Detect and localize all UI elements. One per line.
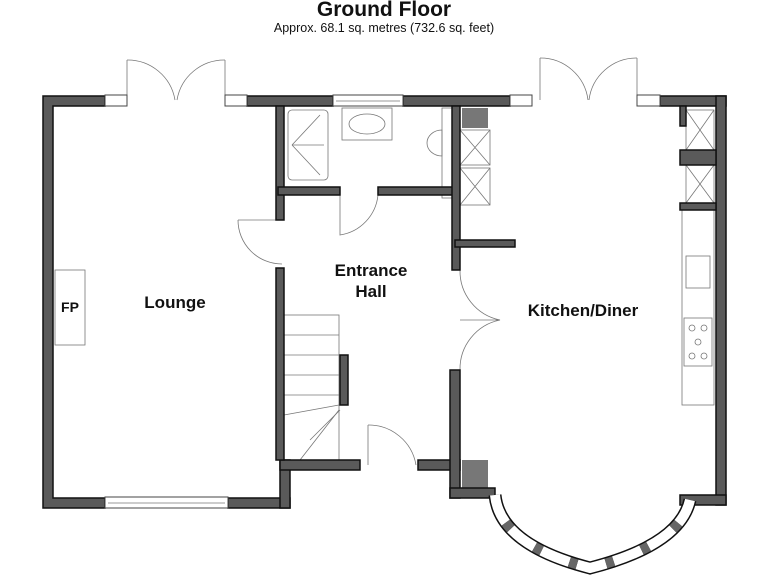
room-label-lounge: Lounge bbox=[144, 293, 206, 312]
room-label-entrance-hall: Entrance Hall bbox=[311, 260, 431, 302]
front-door bbox=[367, 424, 417, 466]
lounge-door bbox=[237, 219, 283, 265]
basin bbox=[341, 107, 393, 141]
sink bbox=[685, 255, 711, 289]
lounge-french-doors bbox=[126, 59, 226, 101]
fireplace-label: FP bbox=[61, 299, 79, 315]
fireplace bbox=[54, 269, 86, 346]
hob bbox=[683, 317, 713, 367]
entrance-hall-line2: Hall bbox=[355, 282, 387, 301]
bathroom-door bbox=[339, 194, 379, 236]
entrance-hall-line1: Entrance bbox=[334, 261, 408, 280]
kitchen-worktop bbox=[681, 209, 715, 406]
kitchen-doors bbox=[459, 269, 501, 371]
wc bbox=[426, 129, 443, 157]
walls bbox=[42, 95, 727, 509]
shower-tray bbox=[287, 109, 329, 181]
doors bbox=[126, 57, 638, 466]
kitchen-french-doors bbox=[539, 57, 638, 101]
windows bbox=[104, 94, 697, 575]
floor-title: Ground Floor bbox=[316, 0, 452, 21]
floor-area: Approx. 68.1 sq. metres (732.6 sq. feet) bbox=[273, 21, 495, 35]
room-label-kitchen-diner: Kitchen/Diner bbox=[527, 301, 639, 320]
